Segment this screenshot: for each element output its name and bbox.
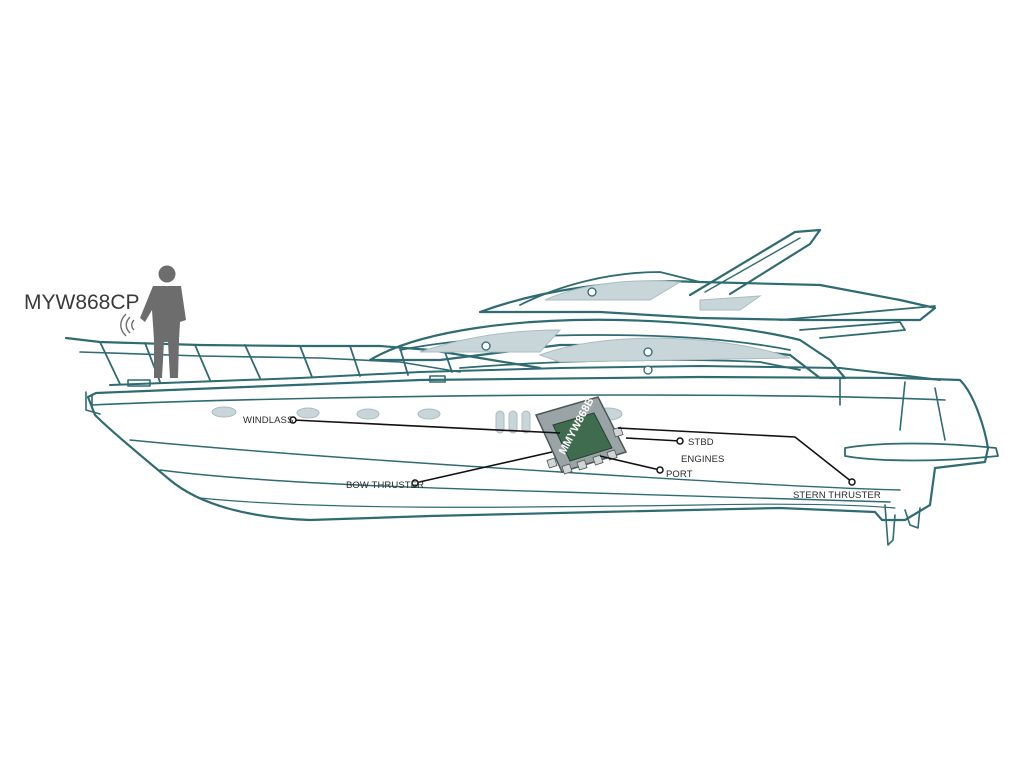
bow-rail-top [64,336,542,370]
bow-thruster-dot [411,479,419,487]
deck-vent-2 [481,341,491,351]
flybridge-windscreen [519,271,701,306]
porthole-5 [495,410,505,434]
deck-fittings [481,287,653,375]
windlass-line [292,419,561,434]
bow-tip [85,391,101,415]
deck-vent-3 [643,347,653,357]
cabin-outline [368,318,847,380]
windlass-dot [289,416,297,424]
porthole-7 [521,410,531,434]
bow-rail-stanchions [99,341,453,385]
porthole-4 [417,408,441,420]
callout-labels: WINDLASS STBD ENGINES PORT BOW THRUSTER … [243,415,881,501]
leader-lines [292,419,853,484]
stern-thruster-label: STERN THRUSTER [793,490,881,501]
porthole-1 [211,406,237,418]
stbd-label: STBD [688,437,714,448]
leader-endpoints [289,416,856,487]
radar-arch-inner [704,237,801,293]
stern-thruster-dot [848,478,856,486]
hardtop-extension [779,305,936,339]
signal-icon [120,313,135,337]
control-box: MMYW868B [534,396,628,475]
bow-thruster-label: BOW THRUSTER [346,480,424,491]
stbd-dot [676,437,684,445]
stbd-line [625,437,681,442]
hull-strake-lower [159,469,891,503]
hull-strake-mid [129,439,901,491]
stern-thruster-line [617,427,853,483]
flybridge-window-rear [699,295,762,311]
hull-keel-line [199,497,896,509]
bow-fitting [127,375,446,387]
control-box-connectors [546,426,624,475]
deck-vent-1 [587,287,597,297]
cockpit-edge [839,377,946,441]
main-deck [109,365,941,386]
port-line [599,455,661,471]
person-figure [140,265,186,378]
engines-label: ENGINES [681,454,724,465]
deck-vent-4 [643,365,653,375]
person-body [140,286,186,378]
hull-strake-upper [91,394,946,406]
porthole-6 [508,410,518,434]
porthole-3 [356,408,380,420]
porthole-2 [296,407,320,419]
windlass-label: WINDLASS [243,415,293,426]
bow-thruster-line [414,451,553,484]
port-label: PORT [666,469,693,480]
product-label: MYW868CP [24,291,140,314]
control-box-circuit [552,412,613,462]
stern-drive [884,504,921,546]
hull-outline [86,375,990,522]
cabin-window-front [419,329,562,353]
radar-arch [688,228,822,297]
person-head [158,265,176,283]
cabin-window-side [538,337,791,363]
swim-platform [844,442,999,462]
port-dot [656,466,664,474]
windows [211,280,791,434]
flybridge-window [544,280,682,301]
cabin-side [399,334,791,351]
